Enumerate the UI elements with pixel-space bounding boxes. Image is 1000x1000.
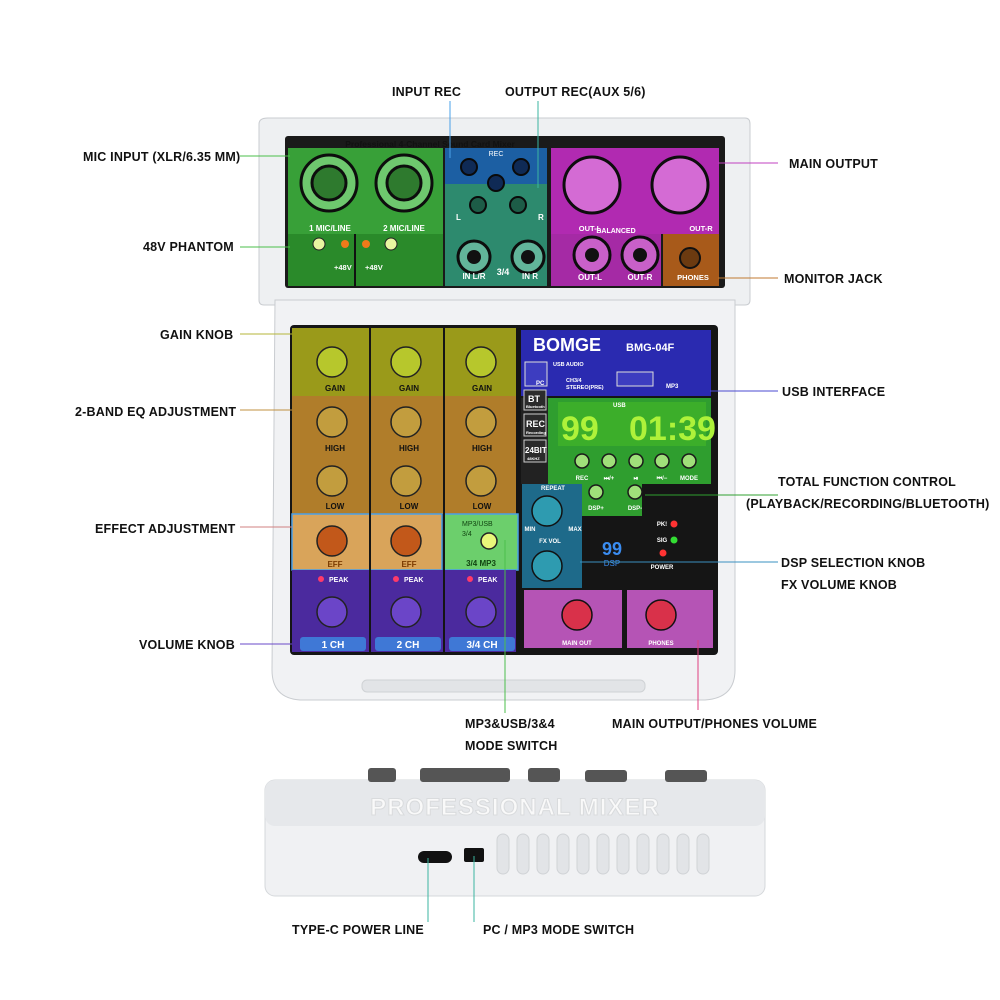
device-text: USB — [613, 403, 626, 409]
device-text: MAX — [568, 527, 581, 533]
label-dsp-knob: DSP SELECTION KNOB — [781, 556, 926, 570]
device-text: DSP — [604, 559, 620, 568]
device-text: 3/4 MP3 — [466, 559, 496, 568]
label-volume-knob: VOLUME KNOB — [139, 638, 235, 652]
device-text: OUT-R — [628, 273, 653, 282]
label-phantom: 48V PHANTOM — [143, 240, 234, 254]
label-mode-switch-2: MODE SWITCH — [465, 739, 558, 753]
device-text: 48KHZ — [527, 456, 540, 461]
device-text: EFF — [401, 560, 416, 569]
device-text: PC — [536, 381, 545, 387]
device-text: LOW — [326, 502, 345, 511]
label-output-rec: OUTPUT REC(AUX 5/6) — [505, 85, 646, 99]
device-text: PK! — [657, 522, 667, 528]
device-text: OUT-R — [689, 224, 713, 233]
device-text: USB AUDIO — [553, 362, 584, 368]
device-text: MIN — [525, 527, 536, 533]
device-text: DSP- — [628, 506, 642, 512]
device-text: REC — [489, 151, 504, 158]
label-usb-interface: USB INTERFACE — [782, 385, 886, 399]
device-text: STEREO(PRE) — [566, 385, 604, 391]
device-text: REPEAT — [541, 486, 565, 492]
device-text: PEAK — [329, 577, 348, 584]
device-text: OUT-L — [578, 273, 602, 282]
device-text: +48V — [334, 263, 352, 272]
label-typec: TYPE-C POWER LINE — [292, 923, 424, 937]
label-input-rec: INPUT REC — [392, 85, 462, 99]
device-text: MP3/USB — [462, 521, 493, 528]
device-text: 1 MIC/LINE — [309, 224, 351, 233]
label-total-function: TOTAL FUNCTION CONTROL — [778, 475, 956, 489]
label-effect: EFFECT ADJUSTMENT — [95, 522, 236, 536]
display-time: 01:39 — [629, 410, 716, 448]
label-total-function-detail: (PLAYBACK/RECORDING/BLUETOOTH) — [746, 497, 990, 511]
device-text: 2 MIC/LINE — [383, 224, 425, 233]
device-text: IN L/R — [462, 272, 485, 281]
device-text: OUT-L — [579, 224, 602, 233]
device-text: MODE — [680, 476, 698, 482]
device-text: BOMGE — [533, 335, 601, 355]
label-fx-knob: FX VOLUME KNOB — [781, 578, 897, 592]
device-text: ⏯ — [634, 476, 639, 482]
label-pc-mp3: PC / MP3 MODE SWITCH — [483, 923, 635, 937]
device-text: 99 — [602, 539, 622, 559]
device-text: REC — [576, 476, 589, 482]
device-text: ⏮/− — [657, 476, 668, 482]
label-mic-input: MIC INPUT (XLR/6.35 MM) — [83, 150, 241, 164]
device-text: PHONES — [648, 641, 673, 647]
device-text: L — [456, 213, 461, 222]
device-text: BMG-04F — [626, 342, 675, 354]
device-text: GAIN — [472, 384, 492, 393]
device-text: HIGH — [399, 444, 419, 453]
device-text: 3/4 — [462, 531, 472, 538]
device-text: GAIN — [399, 384, 419, 393]
device-text: SIG — [657, 538, 668, 544]
device-text: GAIN — [325, 384, 345, 393]
device-text: DSP+ — [588, 506, 604, 512]
device-text: HIGH — [325, 444, 345, 453]
device-text: MAIN OUT — [562, 641, 592, 647]
device-text: HIGH — [472, 444, 492, 453]
device-text: FX VOL — [539, 539, 561, 545]
device-text: Professional 4-Channel Sound Card Mixer — [345, 139, 515, 149]
label-eq: 2-BAND EQ ADJUSTMENT — [75, 405, 237, 419]
device-text: R — [538, 213, 544, 222]
device-text: PHONES — [677, 273, 709, 282]
device-text: ⏭/+ — [604, 476, 615, 482]
label-mode-switch: MP3&USB/3&4 — [465, 717, 555, 731]
device-text: 24BIT — [525, 446, 547, 455]
device-text: PEAK — [478, 577, 497, 584]
ch-label-3: 3/4 CH — [466, 640, 497, 651]
device-text: CH3/4 — [566, 378, 583, 384]
device-text: LOW — [400, 502, 419, 511]
device-text: POWER — [651, 565, 674, 571]
device-text: 3/4 — [497, 267, 510, 277]
label-gain-knob: GAIN KNOB — [160, 328, 234, 342]
ch-label-1: 1 CH — [322, 640, 345, 651]
device-text: LOW — [473, 502, 492, 511]
device-text: Recording — [526, 430, 546, 435]
device-text: IN R — [522, 272, 538, 281]
label-main-output: MAIN OUTPUT — [789, 157, 878, 171]
device-text: REC — [526, 419, 546, 429]
device-text: PEAK — [404, 577, 423, 584]
device-text: +48V — [365, 263, 383, 272]
device-text: EFF — [327, 560, 342, 569]
device-text: BALANCED — [596, 228, 635, 235]
device-text: Bluetooth — [526, 404, 545, 409]
device-text: MP3 — [666, 384, 679, 390]
device-text: BT — [528, 394, 540, 404]
ch-label-2: 2 CH — [397, 640, 420, 651]
label-monitor-jack: MONITOR JACK — [784, 272, 883, 286]
device-text: PROFESSIONAL MIXER — [370, 794, 660, 821]
display-track: 99 — [561, 410, 599, 448]
label-main-phones-volume: MAIN OUTPUT/PHONES VOLUME — [612, 717, 818, 731]
